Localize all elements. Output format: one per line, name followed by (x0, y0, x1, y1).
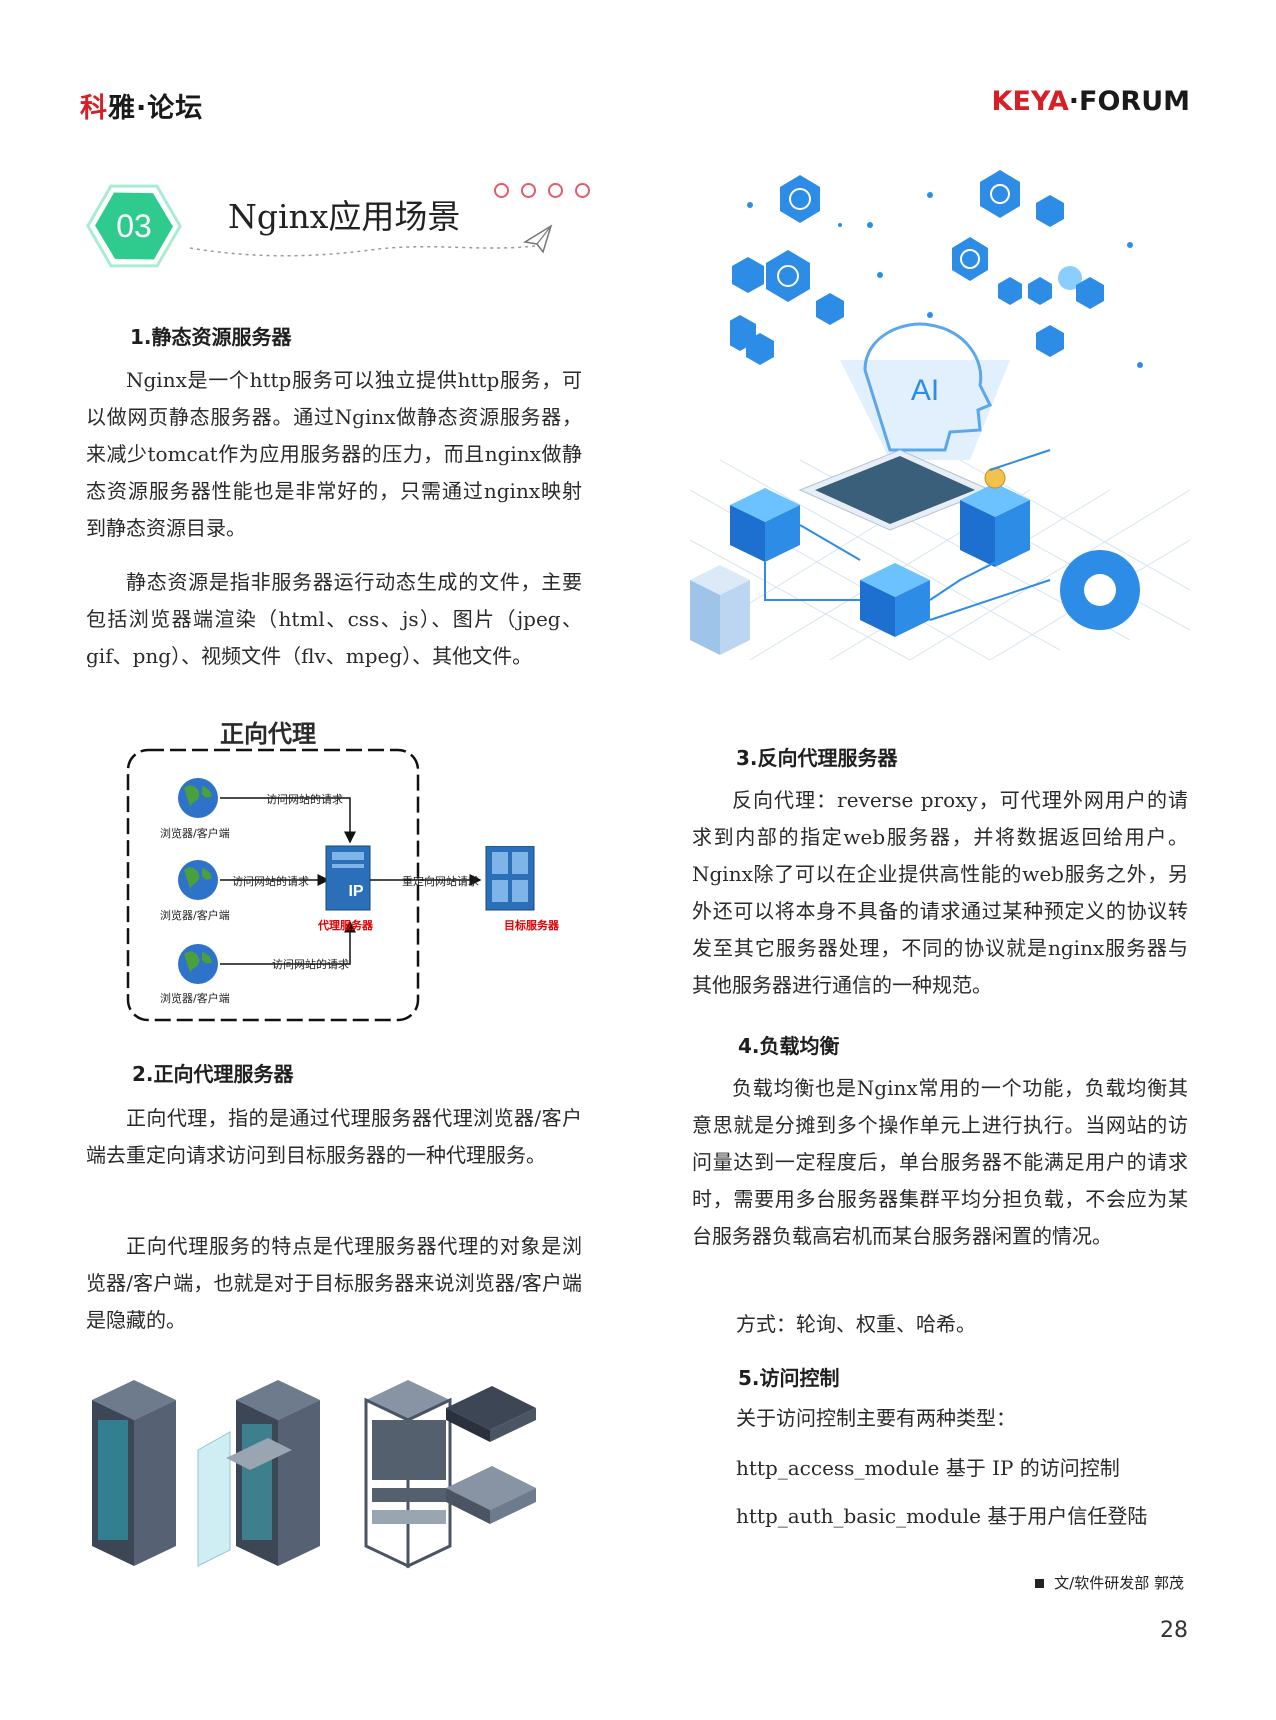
brand-logo-right: KEYA·FORUM (991, 86, 1190, 117)
decorative-dots (494, 183, 602, 202)
paragraph-load-balance: 负载均衡也是Nginx常用的一个功能，负载均衡其意思就是分摊到多个操作单元上进行… (692, 1076, 1188, 1248)
heading-reverse-proxy: 3.反向代理服务器 (736, 746, 898, 770)
ai-text: AI (911, 374, 939, 407)
section-number-badge: 03 (86, 184, 182, 268)
section-number: 03 (116, 208, 152, 244)
ai-head-icon: AI (863, 322, 993, 452)
paragraph-access-types: 关于访问控制主要有两种类型： (736, 1406, 1016, 1430)
request-label-3: 访问网站的请求 (272, 958, 349, 971)
paragraph-balance-methods: 方式：轮询、权重、哈希。 (736, 1312, 976, 1336)
server-cube-icon (730, 488, 800, 562)
open-frame-rack-icon (364, 1380, 452, 1569)
redirect-label: 重定向网站请求 (402, 875, 479, 888)
ai-network-illustration: AI (690, 266, 1190, 661)
heading-static-server: 1.静态资源服务器 (130, 325, 292, 349)
search-icon (816, 293, 844, 325)
cloud-icon (1076, 277, 1104, 309)
rack-server-unit-icon (446, 1466, 536, 1524)
gear-cluster-icon (1058, 266, 1140, 630)
proxy-server-label: 代理服务器 (318, 919, 373, 932)
paragraph-reverse-proxy: 反向代理：reverse proxy，可代理外网用户的请求到内部的指定web服务… (692, 788, 1188, 997)
proxy-server-icon (325, 845, 371, 911)
paper-plane-dash-decoration (190, 224, 553, 257)
paragraph-auth-module: http_auth_basic_module 基于用户信任登陆 (736, 1504, 1148, 1528)
headset-icon (980, 170, 1020, 218)
rack-server-unit-icon (446, 1386, 536, 1442)
chat-icon (1028, 277, 1052, 305)
page-number: 28 (1160, 1618, 1188, 1643)
target-link (420, 846, 535, 911)
cloud-icon (1036, 195, 1064, 227)
paragraph-static-server-2: 静态资源是指非服务器运行动态生成的文件，主要包括浏览器端渲染（html、css、… (86, 570, 582, 668)
apache-server-box-icon (690, 565, 750, 655)
heading-load-balance: 4.负载均衡 (738, 1034, 840, 1058)
network-icons-cluster (730, 170, 1143, 368)
square-bullet-icon (1035, 1579, 1045, 1588)
paragraph-forward-proxy-1: 正向代理，指的是通过代理服务器代理浏览器/客户端去重定向请求访问到目标服务器的一… (86, 1106, 582, 1167)
server-racks-illustration (92, 1380, 536, 1569)
diagram-title: 正向代理 (220, 720, 316, 748)
alert-icon (998, 277, 1022, 305)
client-label-1: 浏览器/客户端 (160, 827, 230, 840)
client-label-2: 浏览器/客户端 (160, 909, 230, 922)
globe-icon (178, 860, 218, 900)
target-server-label: 目标服务器 (504, 919, 559, 932)
client-label-3: 浏览器/客户端 (160, 992, 230, 1005)
request-label-1: 访问网站的请求 (266, 793, 343, 806)
globe-icon (178, 778, 218, 818)
author-credit: 文/软件研发部 郭茂 (1035, 1572, 1184, 1593)
section-title: Nginx应用场景 (228, 197, 461, 236)
request-label-2: 访问网站的请求 (232, 875, 309, 888)
paragraph-access-module: http_access_module 基于 IP 的访问控制 (736, 1456, 1120, 1480)
chat-icon (1036, 325, 1064, 357)
server-cube-icon (860, 563, 930, 637)
globe-icon (766, 250, 810, 302)
wifi-icon (732, 257, 764, 293)
headset-icon (952, 237, 988, 281)
forward-proxy-diagram: IP (126, 748, 424, 1022)
globe-icon (178, 944, 218, 984)
proxy-ip-label: IP (348, 883, 363, 900)
heading-forward-proxy: 2.正向代理服务器 (132, 1062, 294, 1086)
target-server-icon (485, 846, 535, 911)
database-stack-icon (960, 467, 1030, 567)
server-rack-icon (92, 1380, 176, 1566)
open-server-rack-icon (197, 1380, 320, 1567)
globe-icon (780, 175, 820, 223)
paragraph-static-server-1: Nginx是一个http服务可以独立提供http服务，可以做网页静态服务器。通过… (86, 368, 582, 540)
search-icon (746, 333, 774, 365)
brand-logo-left: 科雅·论坛 (80, 93, 204, 124)
heading-access-control: 5.访问控制 (738, 1366, 840, 1390)
paper-plane-icon (522, 224, 553, 254)
paragraph-forward-proxy-2: 正向代理服务的特点是代理服务器代理的对象是浏览器/客户端，也就是对于目标服务器来… (86, 1234, 582, 1332)
